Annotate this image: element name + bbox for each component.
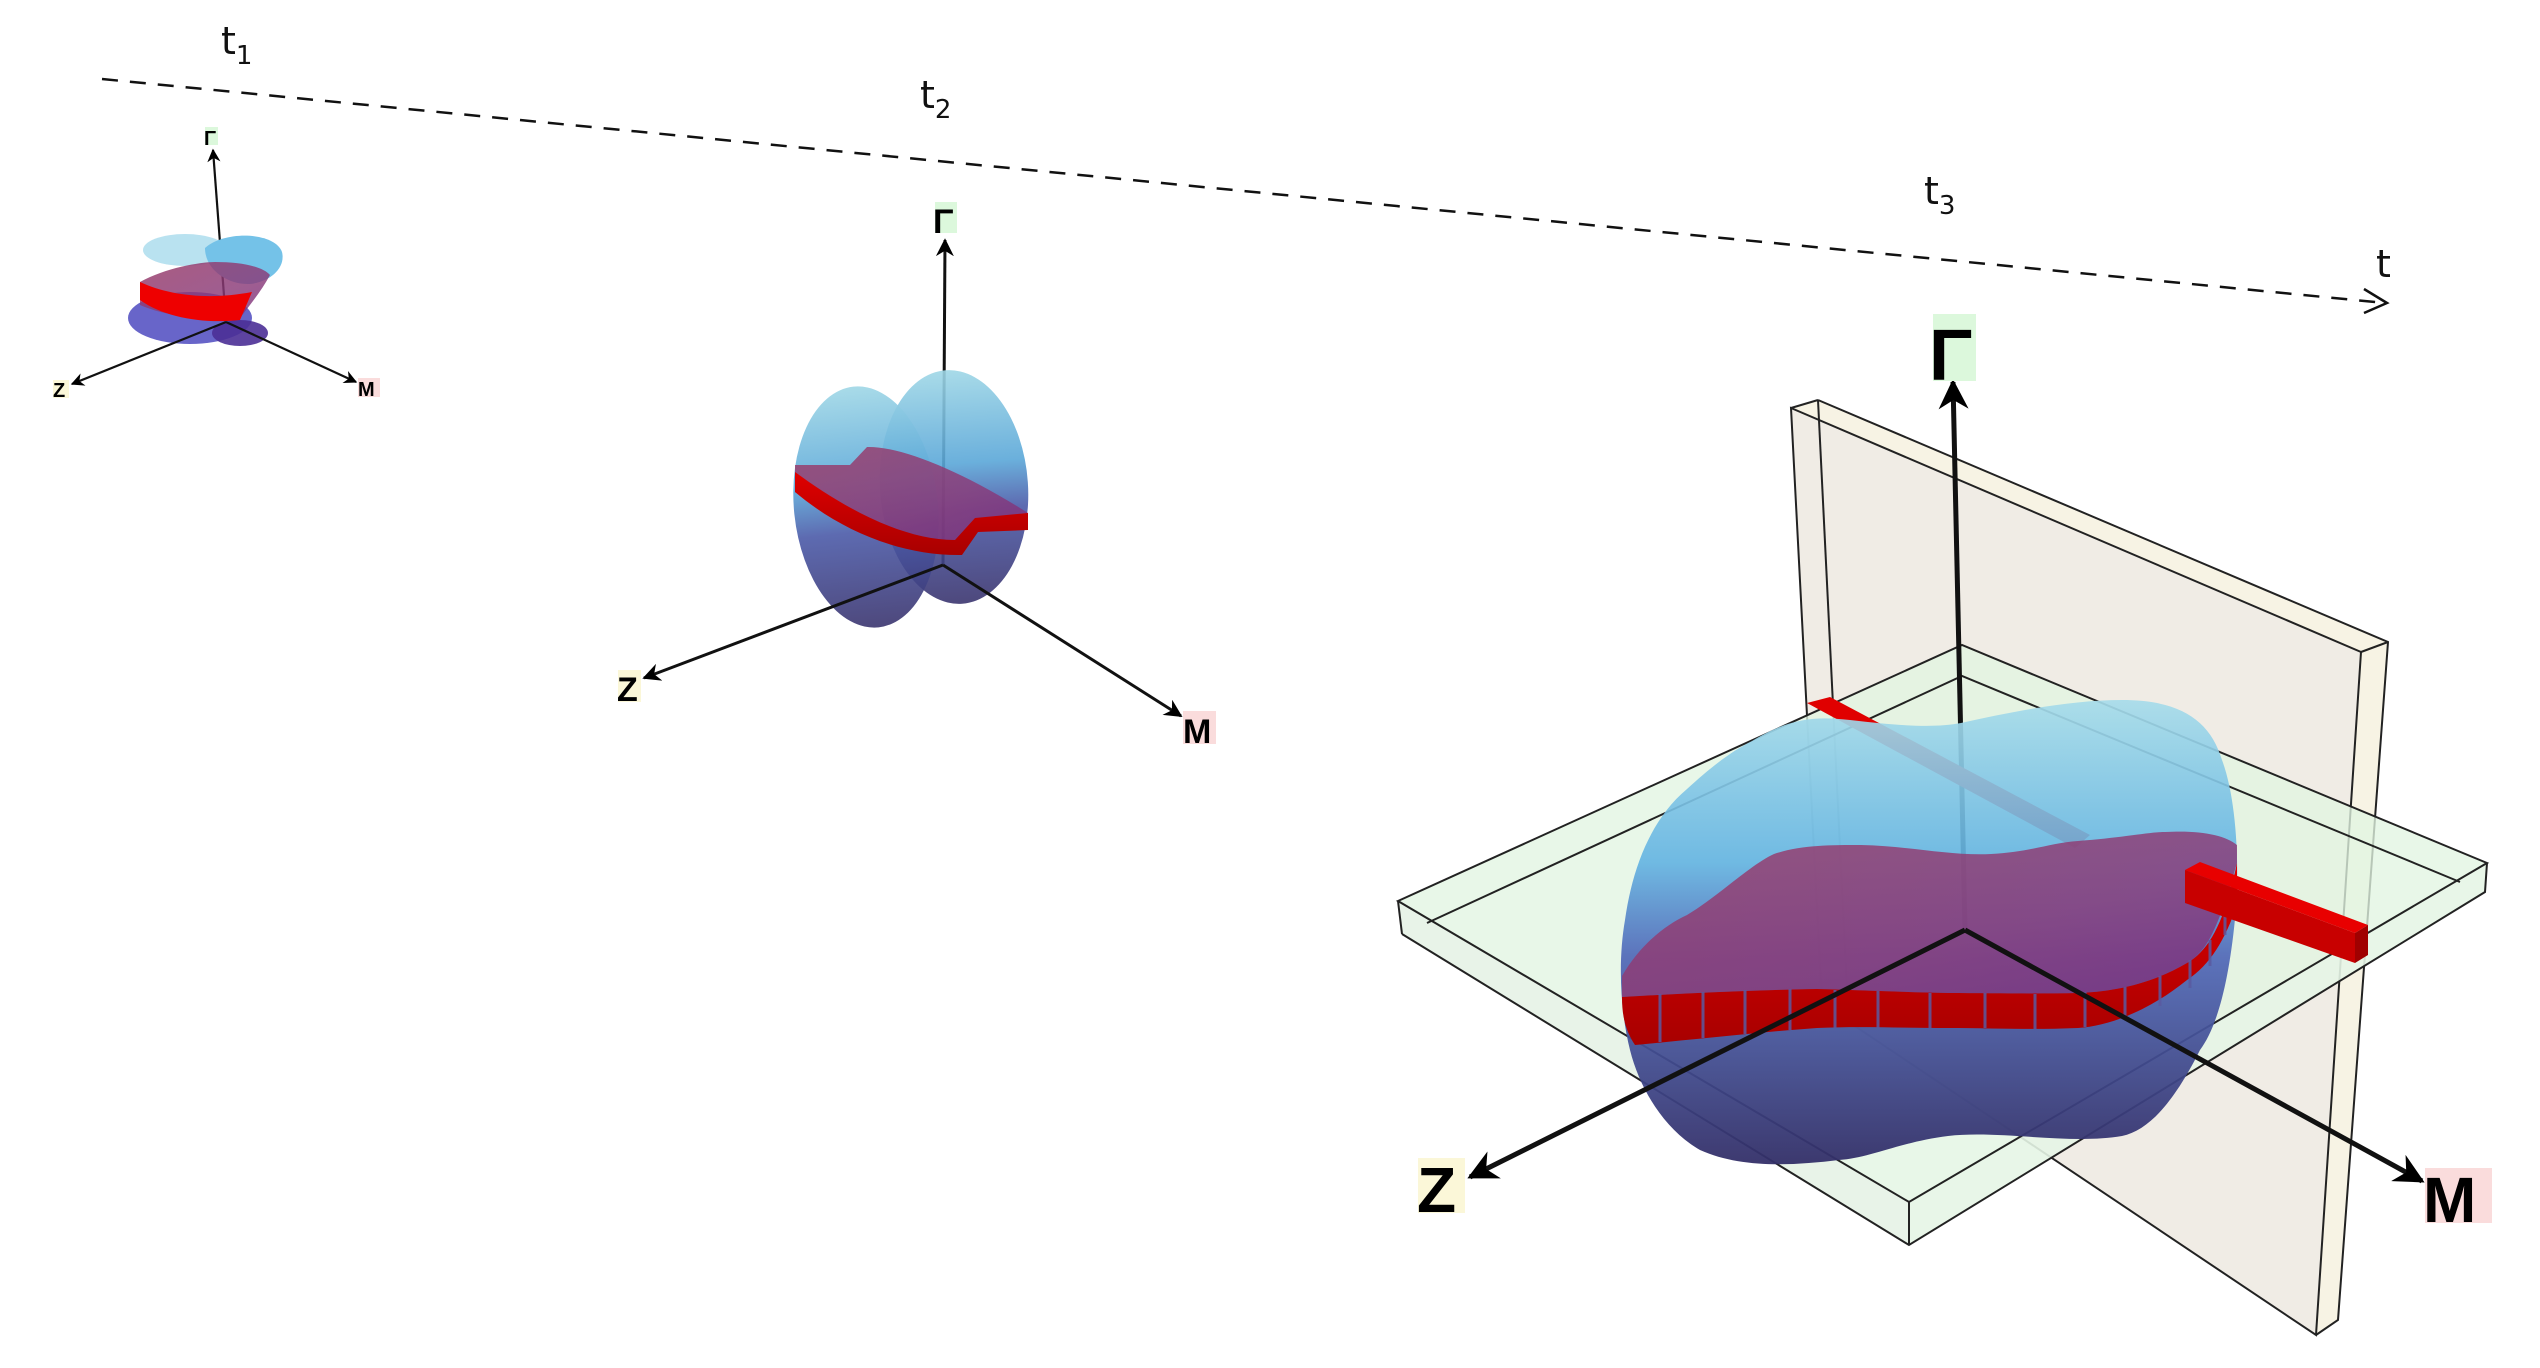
red-bar-right-face: [2185, 870, 2355, 963]
gamma-label-bg: [1933, 314, 1976, 381]
m-axis-label: M: [358, 379, 375, 401]
snapshot-t3: Γ Z M: [1395, 314, 2492, 1337]
m-label-bg: [1183, 711, 1216, 744]
snapshot-t1: Γ Z M: [53, 127, 380, 402]
gamma-label-bg: [205, 127, 218, 145]
z-axis: [1467, 927, 1967, 1180]
time-axis-arrowhead-icon: [2363, 287, 2390, 315]
red-bar-right-end: [2355, 925, 2368, 963]
m-label-bg: [358, 378, 380, 397]
z-axis-label: Z: [617, 671, 638, 709]
red-band: [795, 472, 1028, 556]
timeline: t t1 t2 t3: [101, 19, 2391, 315]
snapshot-t2: Γ Z M: [617, 202, 1216, 751]
red-surface: [1622, 831, 2237, 997]
z-axis-label: Z: [1417, 1154, 1456, 1226]
z-label-bg: [1418, 1158, 1465, 1213]
z-label-bg: [53, 380, 69, 398]
z-axis: [70, 320, 227, 386]
red-band: [1622, 863, 2237, 1045]
z-label-bg: [618, 670, 641, 702]
red-bar-right-top: [2185, 862, 2368, 933]
gamma-axis-label: Γ: [204, 128, 216, 150]
gamma-axis-label: Γ: [933, 203, 953, 241]
m-label-bg: [2425, 1168, 2492, 1223]
time-axis-dashed-line: [101, 77, 2386, 305]
lower-lobe-right: [212, 320, 268, 346]
red-band: [140, 282, 252, 322]
red-band-segment-gaps: [1658, 905, 2227, 1042]
m-axis-label: M: [1183, 713, 1211, 751]
upper-lobe-left: [143, 234, 227, 266]
marker-t1: t1: [221, 19, 252, 71]
marker-t3: t3: [1924, 169, 1955, 221]
m-axis: [225, 321, 358, 384]
marker-t2: t2: [920, 73, 951, 125]
m-axis: [1963, 927, 2425, 1184]
time-axis-label: t: [2376, 242, 2391, 286]
m-axis-label: M: [2423, 1164, 2476, 1236]
z-axis: [642, 563, 944, 681]
gamma-label-bg: [935, 202, 957, 233]
m-axis: [942, 563, 1183, 718]
z-axis-label: Z: [53, 380, 65, 402]
gamma-axis-label: Γ: [1929, 316, 1972, 396]
